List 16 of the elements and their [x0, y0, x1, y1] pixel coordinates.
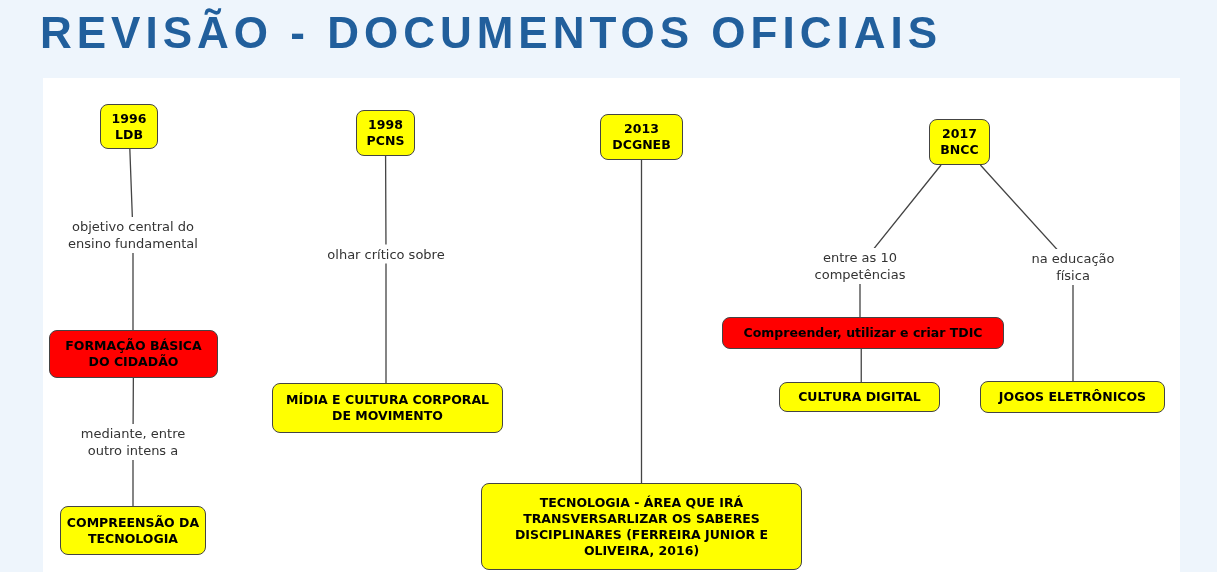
- concept-box: JOGOS ELETRÔNICOS: [980, 381, 1165, 413]
- concept-box: FORMAÇÃO BÁSICA DO CIDADÃO: [49, 330, 218, 378]
- title: REVISÃO - DOCUMENTOS OFICIAIS: [40, 8, 943, 58]
- concept-box: TECNOLOGIA - ÁREA QUE IRÁ TRANSVERSARLIZAR OS SABERES DISCIPLINARES (FERREIRA JUNIOR E OLIVEIRA, 2016): [481, 483, 802, 570]
- edge-label: objetivo central do ensino fundamental: [66, 217, 200, 253]
- year-box: 1998 PCNS: [356, 110, 415, 156]
- connector-line: [384, 155, 387, 384]
- concept-box: MÍDIA E CULTURA CORPORAL DE MOVIMENTO: [272, 383, 503, 433]
- connector-line: [640, 159, 643, 484]
- concept-box: COMPREENSÃO DA TECNOLOGIA: [60, 506, 206, 555]
- year-box: 2017 BNCC: [929, 119, 990, 165]
- concept-box: CULTURA DIGITAL: [779, 382, 940, 412]
- concept-box: Compreender, utilizar e criar TDIC: [722, 317, 1004, 349]
- year-box: 1996 LDB: [100, 104, 158, 149]
- connector-line: [860, 348, 862, 383]
- year-box: 2013 DCGNEB: [600, 114, 683, 160]
